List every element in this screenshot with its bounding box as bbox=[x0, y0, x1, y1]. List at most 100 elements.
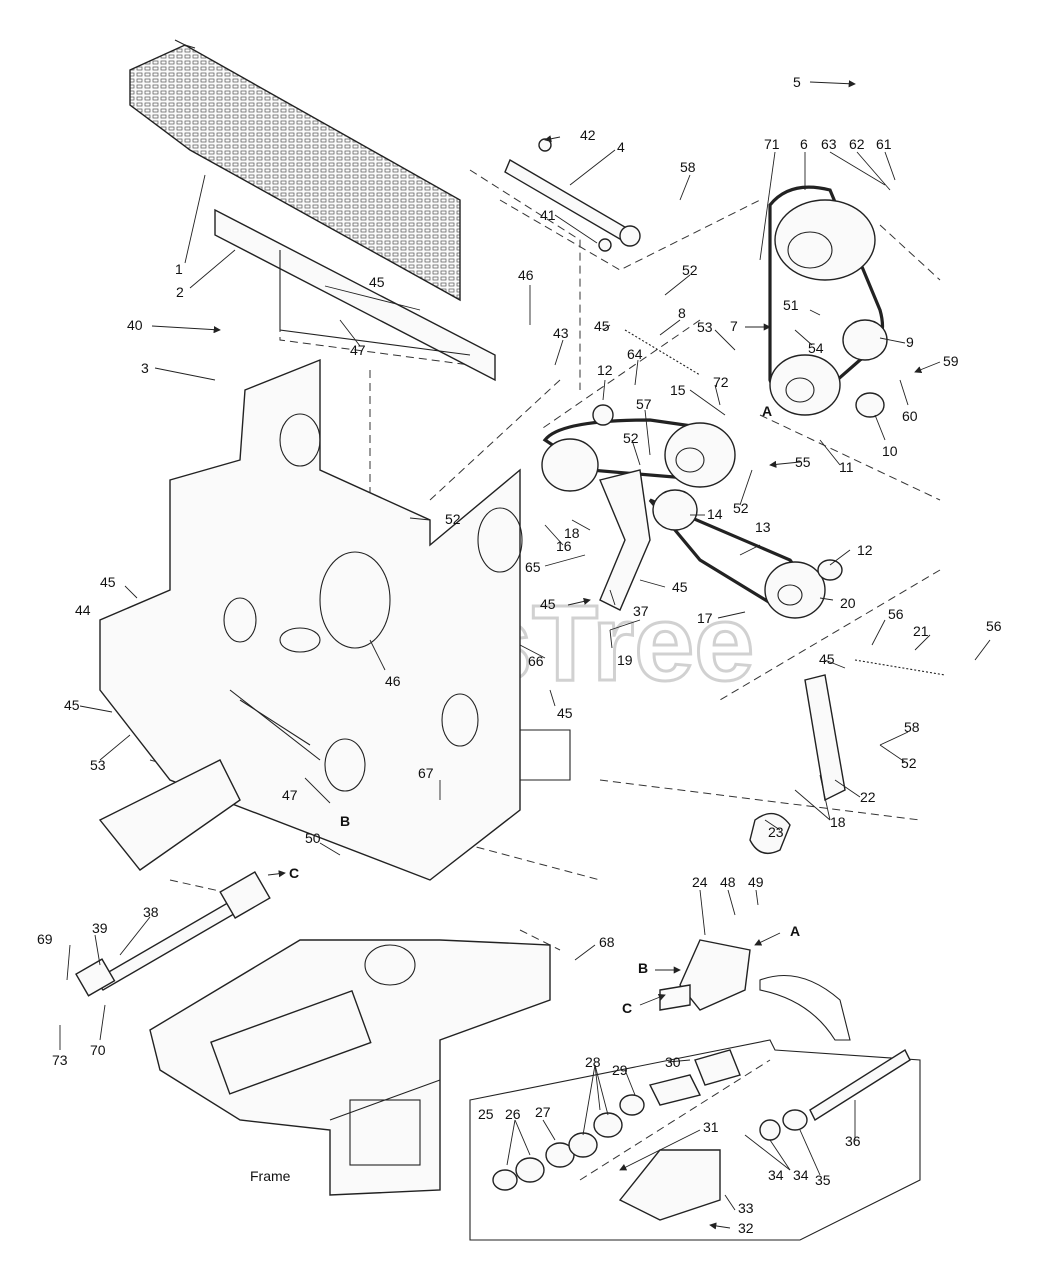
callout: 50 bbox=[305, 830, 321, 846]
callout: 34 bbox=[768, 1167, 784, 1183]
callout: 34 bbox=[793, 1167, 809, 1183]
callout: 27 bbox=[535, 1104, 551, 1120]
callout: 48 bbox=[720, 874, 736, 890]
callout: 45 bbox=[672, 579, 688, 595]
callout: 15 bbox=[670, 382, 686, 398]
pulleys bbox=[541, 199, 888, 619]
idler-arms bbox=[599, 469, 846, 854]
callout: 47 bbox=[350, 342, 366, 358]
callout: 61 bbox=[876, 136, 892, 152]
callout: 26 bbox=[505, 1106, 521, 1122]
leader-lines bbox=[59, 80, 991, 1230]
letter-b-frame: B bbox=[340, 813, 350, 829]
callout: 4 bbox=[617, 139, 625, 155]
callout: 19 bbox=[617, 652, 633, 668]
tractor-frame bbox=[149, 939, 551, 1196]
control-rod-linkage bbox=[504, 138, 641, 252]
callout: 20 bbox=[840, 595, 856, 611]
callout: 22 bbox=[860, 789, 876, 805]
connection-letters: A B C A B C bbox=[289, 403, 800, 1016]
callout: 58 bbox=[904, 719, 920, 735]
frame-label: Frame bbox=[250, 1168, 291, 1184]
callout: 25 bbox=[478, 1106, 494, 1122]
callout: 37 bbox=[633, 603, 649, 619]
callout: 45 bbox=[369, 274, 385, 290]
mounting-bracket bbox=[214, 208, 496, 382]
callout: 58 bbox=[680, 159, 696, 175]
callout: 36 bbox=[845, 1133, 861, 1149]
callout: 56 bbox=[986, 618, 1002, 634]
callout: 10 bbox=[882, 443, 898, 459]
springs bbox=[624, 329, 946, 676]
callout: 32 bbox=[738, 1220, 754, 1236]
callout: 9 bbox=[906, 334, 914, 350]
callout: 52 bbox=[682, 262, 698, 278]
callout: 30 bbox=[665, 1054, 681, 1070]
callout: 45 bbox=[100, 574, 116, 590]
callout: 23 bbox=[768, 824, 784, 840]
callout: 28 bbox=[585, 1054, 601, 1070]
letter-a-upper: A bbox=[762, 403, 772, 419]
drive-shaft bbox=[75, 871, 271, 997]
callout: 29 bbox=[612, 1062, 628, 1078]
callout: 46 bbox=[385, 673, 401, 689]
callout: 18 bbox=[564, 525, 580, 541]
callout: 54 bbox=[808, 340, 824, 356]
callout: 49 bbox=[748, 874, 764, 890]
callout: 57 bbox=[636, 396, 652, 412]
callout: 45 bbox=[594, 318, 610, 334]
callout: 73 bbox=[52, 1052, 68, 1068]
letter-c-shaft: C bbox=[289, 865, 299, 881]
callout: 67 bbox=[418, 765, 434, 781]
callout: 64 bbox=[627, 346, 643, 362]
callout: 2 bbox=[176, 284, 184, 300]
callout: 43 bbox=[553, 325, 569, 341]
callout: 51 bbox=[783, 297, 799, 313]
callout: 56 bbox=[888, 606, 904, 622]
callout: 60 bbox=[902, 408, 918, 424]
callout: 47 bbox=[282, 787, 298, 803]
callout: 53 bbox=[90, 757, 106, 773]
letter-a-gearbox: A bbox=[790, 923, 800, 939]
callout: 59 bbox=[943, 353, 959, 369]
callout: 6 bbox=[800, 136, 808, 152]
callout: 7 bbox=[730, 318, 738, 334]
callout: 16 bbox=[556, 538, 572, 554]
callout: 24 bbox=[692, 874, 708, 890]
rear-panel-grille bbox=[129, 39, 461, 302]
callout: 53 bbox=[697, 319, 713, 335]
callout: 35 bbox=[815, 1172, 831, 1188]
callout: 14 bbox=[707, 506, 723, 522]
inset-detail-box bbox=[469, 1039, 921, 1241]
callout: 71 bbox=[764, 136, 780, 152]
callout: 63 bbox=[821, 136, 837, 152]
callout: 13 bbox=[755, 519, 771, 535]
callout: 46 bbox=[518, 267, 534, 283]
callout: 45 bbox=[557, 705, 573, 721]
callout: 45 bbox=[540, 596, 556, 612]
callout: 18 bbox=[830, 814, 846, 830]
callout: 52 bbox=[733, 500, 749, 516]
callout-numbers: 1 2 3 4 5 6 7 8 9 10 11 12 12 13 14 15 1… bbox=[37, 74, 1002, 1236]
callout: 12 bbox=[857, 542, 873, 558]
callout: 70 bbox=[90, 1042, 106, 1058]
callout: 40 bbox=[127, 317, 143, 333]
callout: 52 bbox=[623, 430, 639, 446]
callout: 21 bbox=[913, 623, 929, 639]
callout: 39 bbox=[92, 920, 108, 936]
callout: 45 bbox=[819, 651, 835, 667]
callout: 42 bbox=[580, 127, 596, 143]
callout: 65 bbox=[525, 559, 541, 575]
callout: 8 bbox=[678, 305, 686, 321]
callout: 45 bbox=[64, 697, 80, 713]
callout: 72 bbox=[713, 374, 729, 390]
callout: 12 bbox=[597, 362, 613, 378]
callout: 69 bbox=[37, 931, 53, 947]
callout: 31 bbox=[703, 1119, 719, 1135]
callout: 33 bbox=[738, 1200, 754, 1216]
callout: 68 bbox=[599, 934, 615, 950]
callout: 3 bbox=[141, 360, 149, 376]
lower-shield-plate bbox=[98, 759, 241, 871]
